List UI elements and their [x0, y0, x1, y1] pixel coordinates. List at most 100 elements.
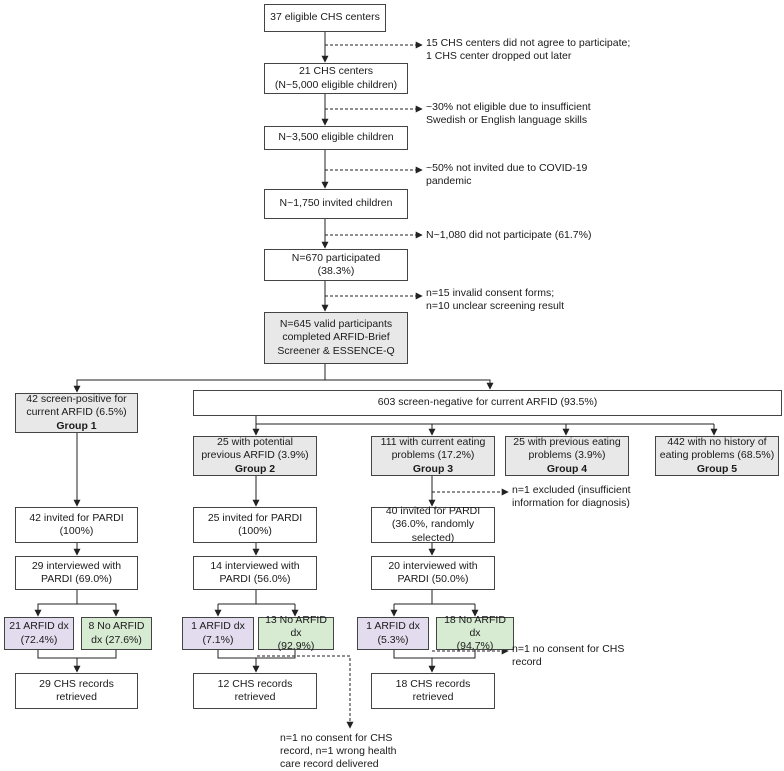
group-label: Group 3: [412, 462, 454, 475]
box-invited-1: 42 invited for PARDI(100%): [15, 507, 138, 543]
box-invited-3: 40 invited for PARDI(36.0%, randomly sel…: [371, 505, 495, 544]
box-arfid-dx-3: 1 ARFID dx(5.3%): [357, 617, 429, 650]
text-line: ~30% not eligible due to insufficient: [426, 101, 591, 113]
text-line: 21 ARFID dx: [9, 620, 69, 633]
text-line: problems (17.2%): [391, 449, 475, 462]
text-line: N=645 valid participants: [279, 318, 393, 331]
text-line: (36.0%, randomly selected): [391, 518, 475, 544]
text-line: retrieved: [56, 691, 97, 703]
text-line: 14 interviewed with: [210, 559, 300, 572]
text-line: Swedish or English language skills: [426, 114, 588, 127]
text-line: 18 CHS records: [395, 677, 471, 690]
text-line: Screener & ESSENCE-Q: [277, 344, 395, 357]
group-label: Group 2: [234, 462, 276, 475]
text-line: (7.1%): [202, 633, 234, 646]
box-arfid-dx-1: 21 ARFID dx(72.4%): [4, 617, 74, 650]
arrow-split-neg: [325, 379, 494, 390]
text-line: 25 invited for PARDI: [207, 511, 303, 524]
note-did-not-participate: N~1,080 did not participate (61.7%): [426, 229, 591, 242]
group-label: Group 4: [546, 462, 588, 475]
text-line: 29 CHS records: [39, 677, 114, 690]
text-line: PARDI (50.0%): [397, 573, 469, 585]
box-arfid-dx-2: 1 ARFID dx(7.1%): [182, 617, 254, 650]
text-line: PARDI (56.0%): [219, 573, 291, 585]
text-line: N~1,750 invited children: [279, 197, 393, 210]
text-line: record, n=1 wrong health: [280, 745, 397, 758]
group-label: Group 5: [696, 462, 738, 475]
text-line: (100%): [59, 525, 94, 537]
text-line: 13 No ARFID dx: [265, 613, 327, 639]
text-line: (94.7%): [456, 640, 494, 653]
group-label: Group 1: [56, 419, 97, 432]
box-eligible-centers: 37 eligible CHS centers: [264, 4, 386, 32]
text-line: 40 invited for PARDI: [385, 505, 481, 518]
text-line: (38.3%): [317, 265, 355, 277]
text-line: previous ARFID (3.9%): [201, 449, 309, 462]
text-line: n=10 unclear screening result: [426, 300, 565, 313]
text-line: problems (3.9%): [528, 449, 606, 462]
text-line: 42 screen-positive for: [26, 393, 127, 406]
arrow-int1-a1: [37, 603, 117, 615]
text-line: (72.4%): [20, 633, 58, 646]
text-line: 37 eligible CHS centers: [270, 11, 380, 24]
note-invalid-consent: n=15 invalid consent forms;n=10 unclear …: [426, 287, 564, 313]
text-line: completed ARFID-Brief: [282, 331, 390, 344]
box-no-arfid-dx-3: 18 No ARFID dx(94.7%): [436, 613, 514, 653]
text-line: n=1 excluded (insufficient: [512, 484, 631, 496]
box-no-arfid-dx-2: 13 No ARFID dx(92.9%): [258, 613, 334, 653]
text-line: 442 with no history of: [667, 436, 767, 449]
text-line: (100%): [238, 525, 272, 537]
text-line: ~50% not invited due to COVID-19: [426, 162, 588, 174]
text-line: (5.3%): [377, 633, 409, 646]
text-line: n=1 no consent for CHS: [280, 732, 393, 744]
box-invited-children: N~1,750 invited children: [264, 189, 408, 219]
text-line: n=1 no consent for CHS: [512, 643, 625, 655]
text-line: N=670 participated: [291, 251, 381, 264]
text-line: 12 CHS records: [217, 677, 293, 690]
text-line: PARDI (69.0%): [41, 573, 112, 585]
text-line: 1 CHS center dropped out later: [426, 50, 572, 63]
box-screen-negative: 603 screen-negative for current ARFID (9…: [193, 390, 782, 416]
text-line: (N~5,000 eligible children): [274, 78, 398, 91]
text-line: 21 CHS centers: [298, 65, 374, 78]
arrow-split-g1: [73, 364, 326, 393]
text-line: 29 interviewed with: [31, 559, 122, 572]
text-line: 111 with current eating: [380, 436, 486, 449]
text-line: 1 ARFID dx: [366, 620, 420, 633]
text-line: record: [512, 656, 542, 669]
text-line: information for diagnosis): [512, 497, 630, 510]
text-line: 603 screen-negative for current ARFID (9…: [377, 396, 598, 409]
excl-arrow-8: [257, 655, 354, 729]
text-line: retrieved: [412, 691, 454, 703]
text-line: N~1,080 did not participate (61.7%): [426, 229, 592, 241]
box-chs-centers: 21 CHS centers(N~5,000 eligible children…: [264, 63, 408, 94]
text-line: 18 No ARFID dx: [444, 613, 506, 639]
text-line: (92.9%): [277, 640, 315, 653]
text-line: n=15 invalid consent forms;: [426, 287, 555, 299]
text-line: 15 CHS centers did not agree to particip…: [426, 37, 631, 49]
text-line: eating problems (68.5%): [659, 449, 775, 462]
text-line: 42 invited for PARDI: [29, 511, 124, 524]
text-line: 8 No ARFID: [88, 620, 145, 633]
note-centers-excluded: 15 CHS centers did not agree to particip…: [426, 37, 630, 63]
box-invited-2: 25 invited for PARDI(100%): [193, 507, 317, 543]
text-line: retrieved: [234, 691, 276, 703]
text-line: 20 interviewed with: [388, 559, 478, 572]
